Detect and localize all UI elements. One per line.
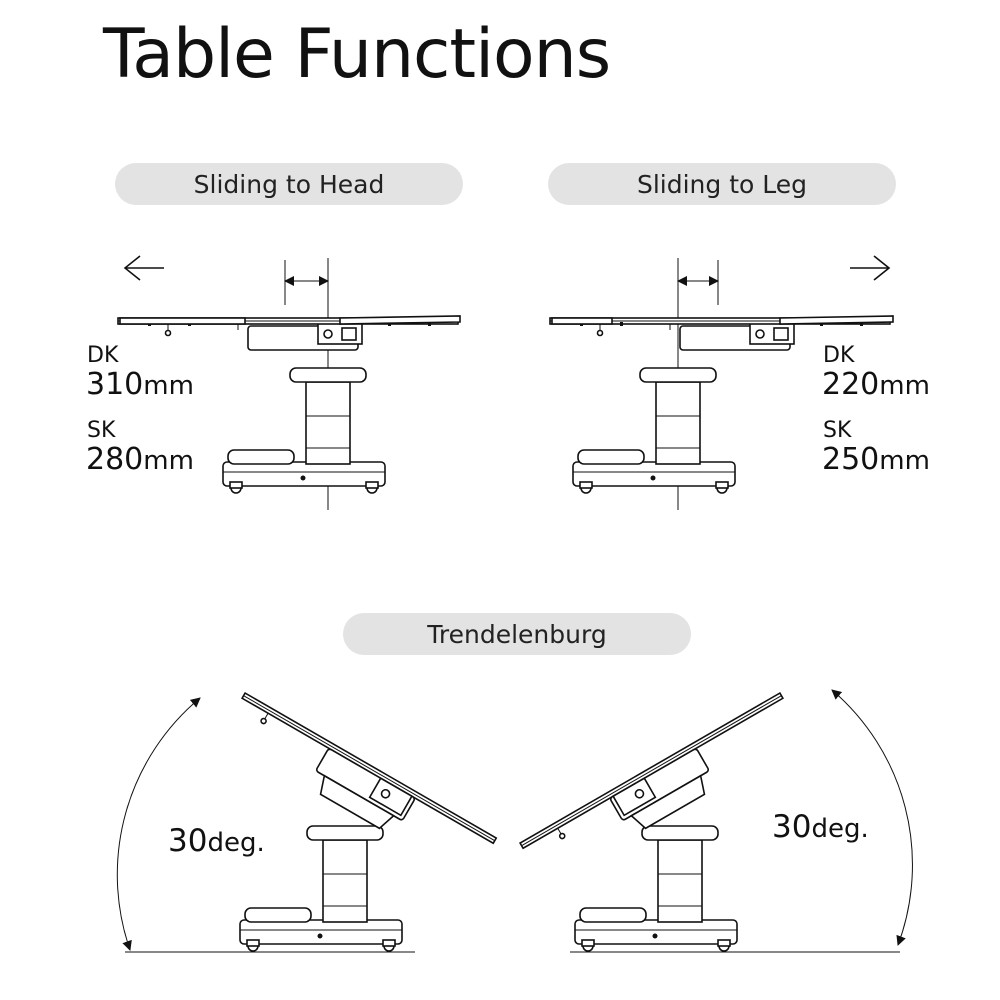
arrow-left-icon <box>123 255 164 281</box>
page-title: Table Functions <box>103 15 611 94</box>
section-label-trendelenburg: Trendelenburg <box>343 613 691 655</box>
trendelenburg-left-figure <box>116 691 498 953</box>
sliding-to-head-figure <box>117 255 461 510</box>
leg-dk-value: 220mm <box>822 367 930 402</box>
trendelenburg-right-figure <box>519 689 913 953</box>
head-sk-label: SK <box>87 418 116 443</box>
arrow-right-icon <box>850 255 891 281</box>
leg-sk-label: SK <box>823 418 852 443</box>
leg-dk-label: DK <box>823 343 855 368</box>
head-sk-value: 280mm <box>86 442 194 477</box>
head-dk-value: 310mm <box>86 367 194 402</box>
section-label-sliding-to-head: Sliding to Head <box>115 163 463 205</box>
section-label-sliding-to-leg: Sliding to Leg <box>548 163 896 205</box>
leg-sk-value: 250mm <box>822 442 930 477</box>
sliding-to-leg-figure <box>549 255 894 510</box>
head-dk-label: DK <box>87 343 119 368</box>
